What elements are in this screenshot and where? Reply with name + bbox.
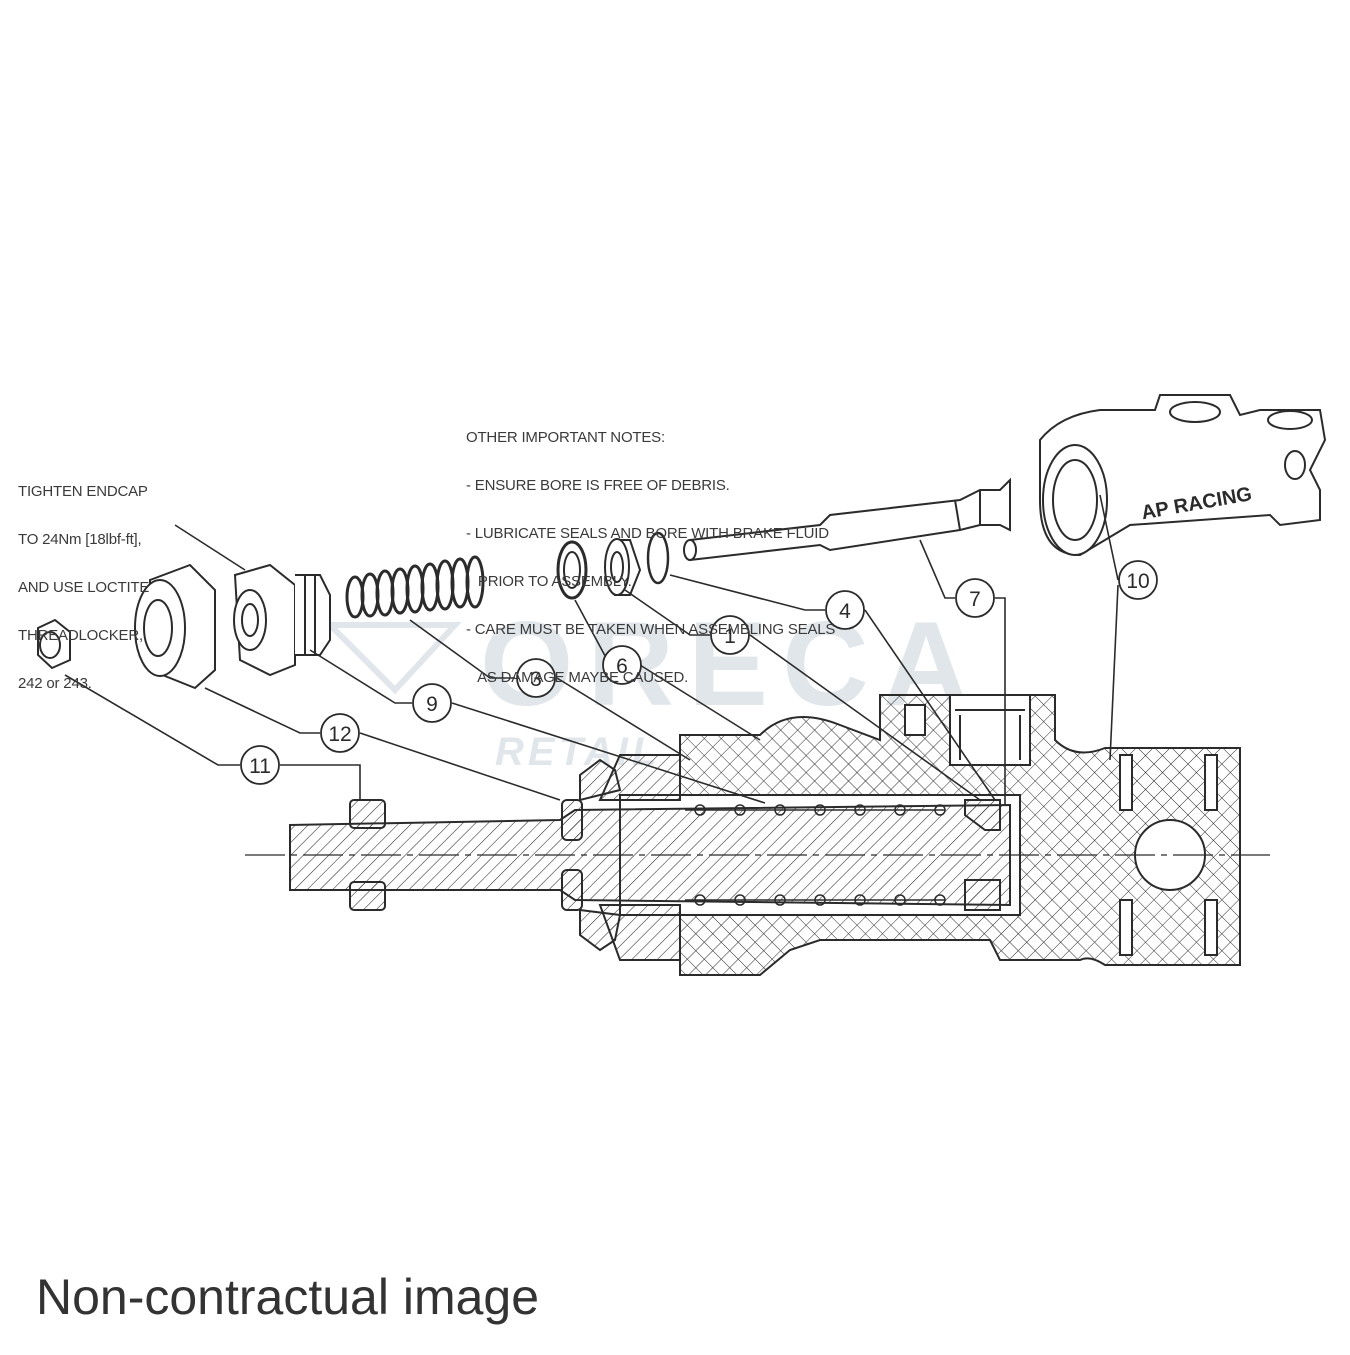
svg-text:1: 1 <box>724 625 736 648</box>
callout-10: 10 <box>1118 560 1158 600</box>
cylinder-body-part: AP RACING <box>1039 394 1327 557</box>
svg-text:9: 9 <box>426 693 438 716</box>
callout-11: 11 <box>240 745 280 785</box>
torque-note-line: THREADLOCKER, <box>18 627 143 644</box>
svg-text:4: 4 <box>839 600 851 623</box>
endcap-part <box>233 563 331 677</box>
callout-4: 4 <box>825 590 865 630</box>
callout-6: 6 <box>602 645 642 685</box>
svg-text:6: 6 <box>616 655 628 678</box>
svg-text:3: 3 <box>530 668 542 691</box>
torque-note-line: TIGHTEN ENDCAP <box>18 483 148 500</box>
other-note-line: - ENSURE BORE IS FREE OF DEBRIS. <box>466 477 730 494</box>
torque-note-line: TO 24Nm [18lbf-ft], <box>18 531 142 548</box>
boot-part <box>134 563 216 690</box>
torque-note: TIGHTEN ENDCAP TO 24Nm [18lbf-ft], AND U… <box>18 452 149 708</box>
other-note-line: AS DAMAGE MAYBE CAUSED. <box>466 669 689 686</box>
torque-note-line: AND USE LOCTITE <box>18 579 150 596</box>
callout-12: 12 <box>320 713 360 753</box>
section-view <box>245 694 1270 976</box>
svg-text:10: 10 <box>1126 570 1149 593</box>
leader-lines <box>64 494 1119 805</box>
callouts: 11 12 9 3 6 1 4 7 10 <box>240 560 1158 785</box>
other-note-line: - CARE MUST BE TAKEN WHEN ASSEMBLING SEA… <box>466 621 836 638</box>
spring-section <box>685 804 946 906</box>
other-note-line: OTHER IMPORTANT NOTES: <box>466 429 665 446</box>
other-note-line: - LUBRICATE SEALS AND BORE WITH BRAKE FL… <box>466 525 829 542</box>
other-notes: OTHER IMPORTANT NOTES: - ENSURE BORE IS … <box>466 398 835 702</box>
svg-text:11: 11 <box>249 755 271 778</box>
callout-9: 9 <box>412 683 452 723</box>
nut-part <box>37 618 71 670</box>
seal-parts <box>556 531 670 600</box>
piston-part <box>683 477 1011 562</box>
image-caption: Non-contractual image <box>36 1269 540 1325</box>
callout-1: 1 <box>710 615 750 655</box>
spring-part <box>345 555 485 619</box>
svg-text:7: 7 <box>969 588 981 611</box>
other-note-line: PRIOR TO ASSEMBLY. <box>466 573 632 590</box>
watermark-star-icon <box>322 622 462 695</box>
svg-text:12: 12 <box>328 723 351 746</box>
callout-3: 3 <box>516 658 556 698</box>
callout-7: 7 <box>955 578 995 618</box>
torque-note-line: 242 or 243. <box>18 675 92 692</box>
exploded-parts: AP RACING <box>37 394 1327 690</box>
